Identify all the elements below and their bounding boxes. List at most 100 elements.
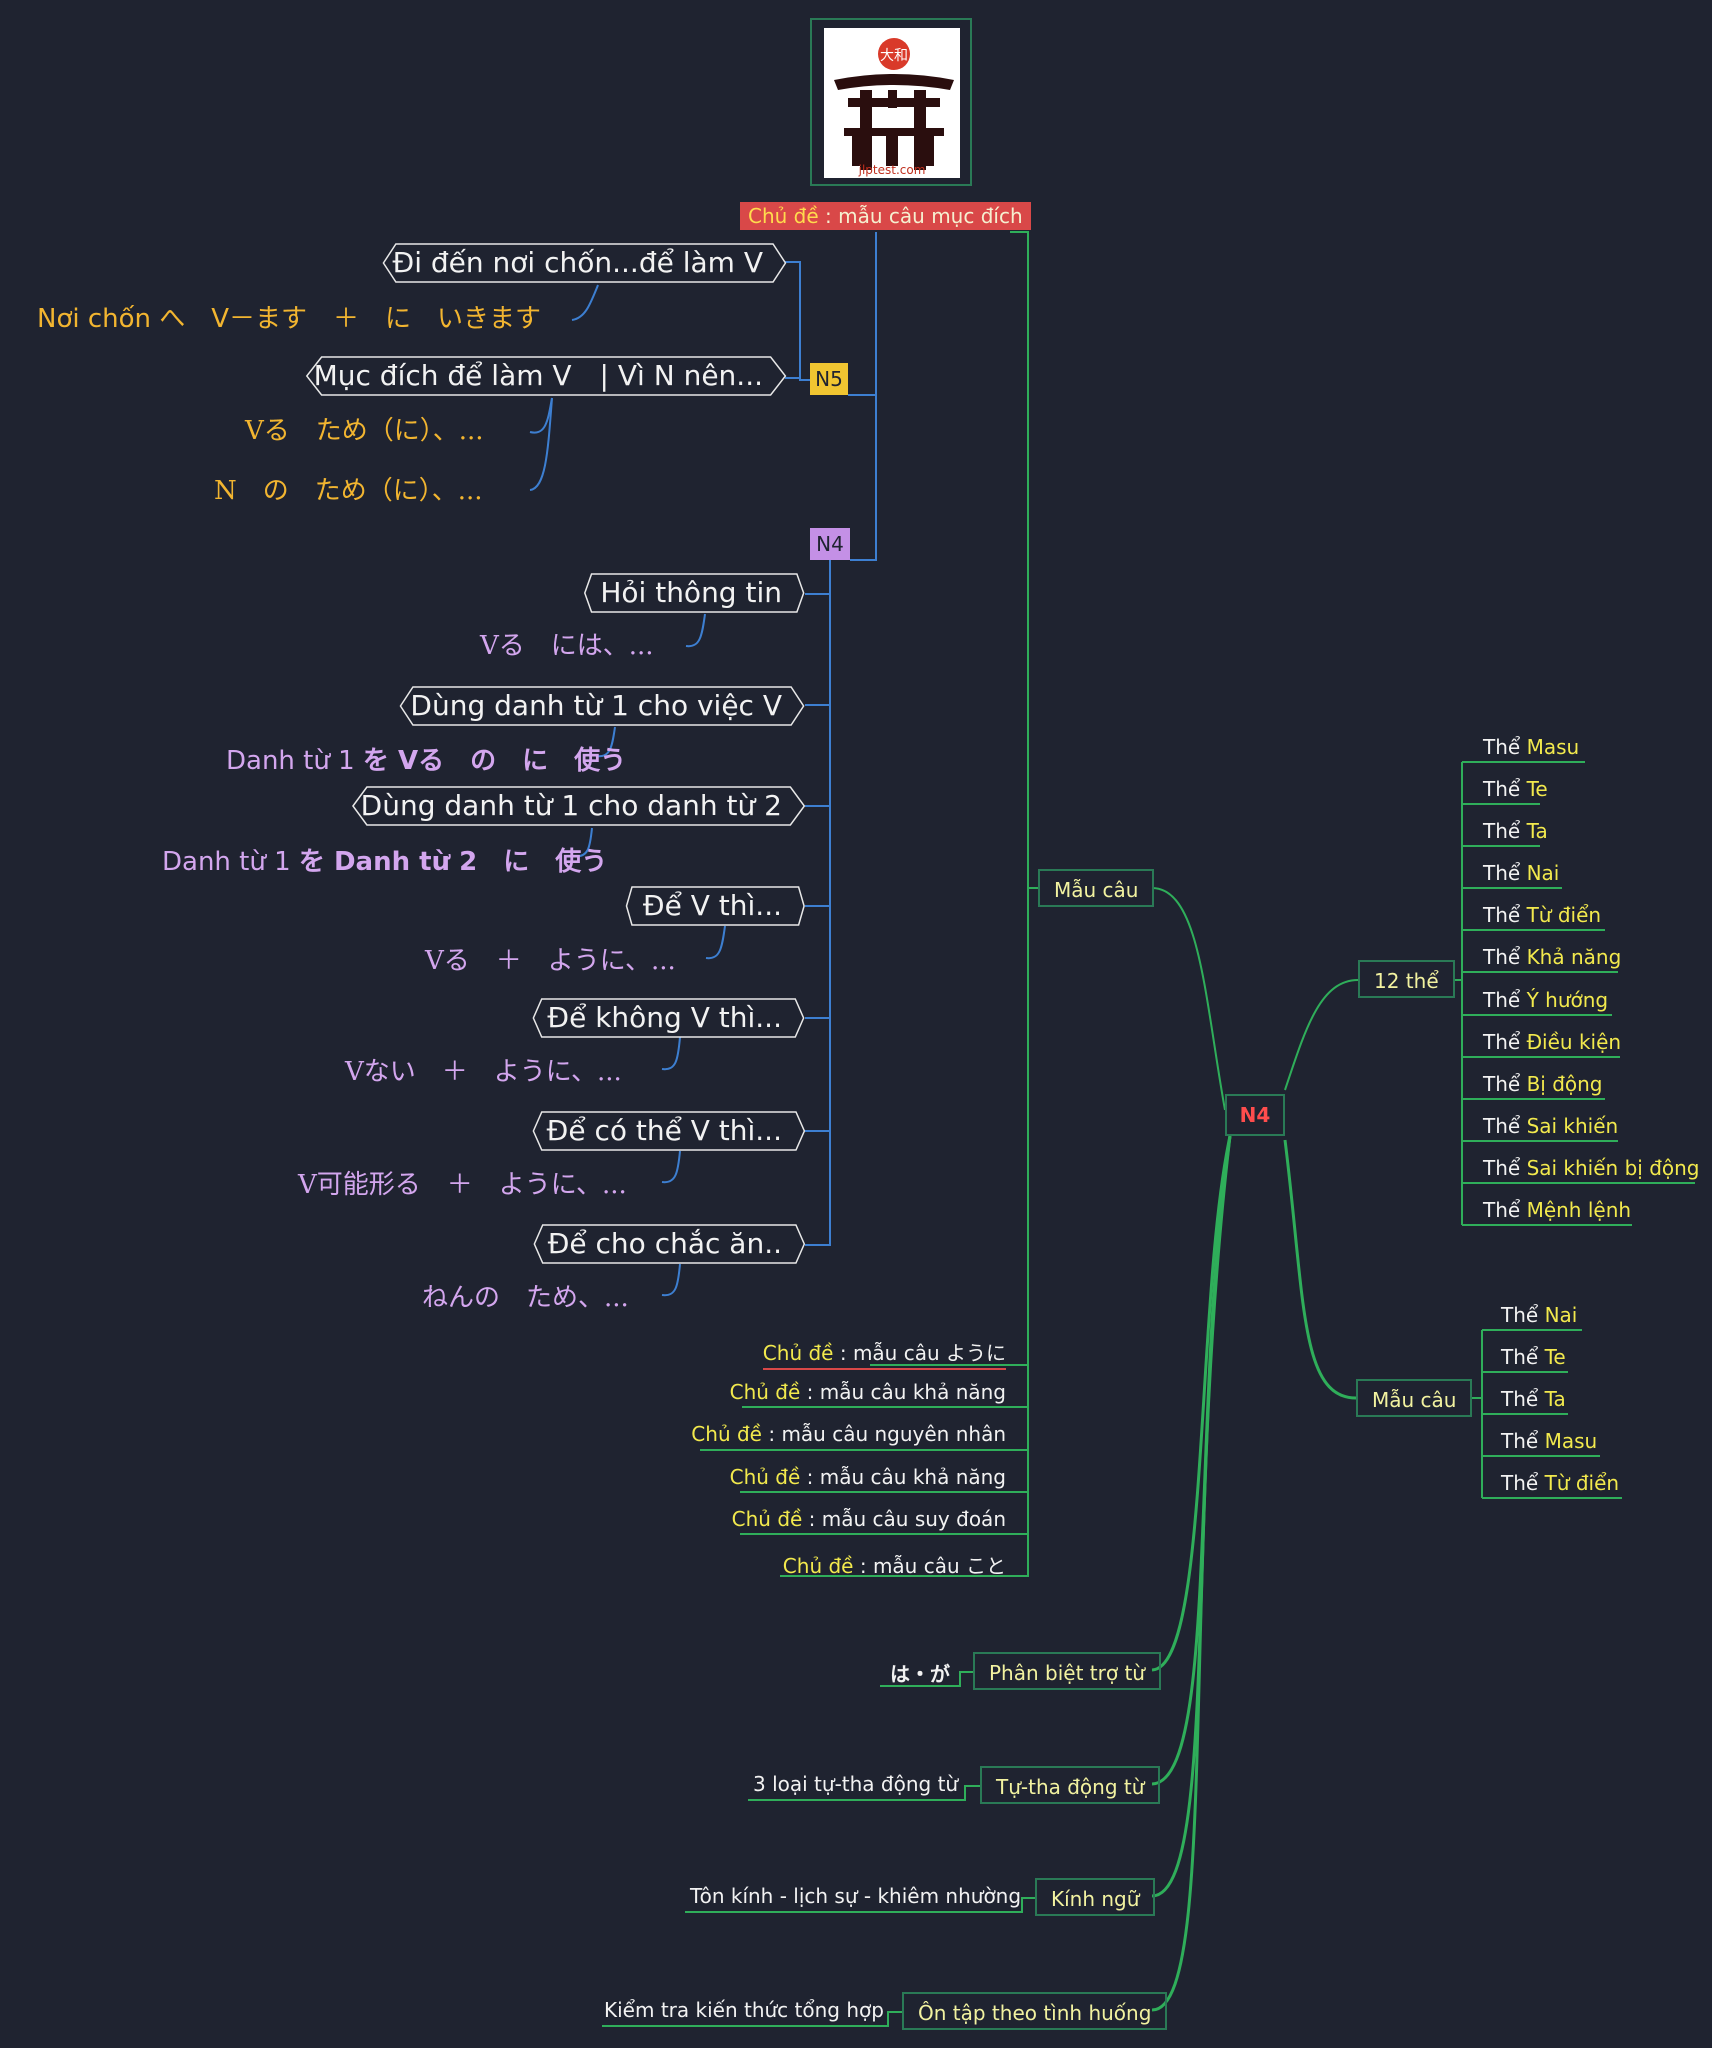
- hexagon-frame: [525, 1111, 804, 1151]
- leaf-the-ta[interactable]: Thể Ta: [1483, 819, 1548, 843]
- node-n4-center[interactable]: N4: [1225, 1094, 1285, 1136]
- logo: 大和 jlptest.com: [810, 18, 972, 186]
- leaf-the-tu-dien[interactable]: Thể Từ điển: [1483, 903, 1601, 927]
- leaf-name: Masu: [1526, 735, 1580, 759]
- leaf-ton-kinh: Tôn kính - lịch sự - khiêm nhường: [690, 1884, 1022, 1908]
- root-topic[interactable]: Chủ đề : mẫu câu mục đích: [740, 202, 1031, 230]
- leaf-name: Ta: [1544, 1387, 1566, 1411]
- topic-koto[interactable]: Chủ đề : mẫu câu こと: [783, 1550, 1006, 1579]
- leaf-name: Nai: [1526, 861, 1560, 885]
- leaf-the-masu[interactable]: Thể Masu: [1483, 735, 1579, 759]
- n4-node[interactable]: N4: [810, 528, 850, 560]
- topic-key: Chủ đề: [731, 1507, 803, 1531]
- leaf-prefix: Thể: [1483, 1156, 1527, 1180]
- pattern-vru-youni: Vる ＋ ように、...: [425, 946, 676, 976]
- topic-dung-danh-tu-viec-v[interactable]: Dùng danh từ 1 cho việc V: [388, 686, 804, 726]
- topic-de-v-thi[interactable]: Để V thì...: [621, 886, 804, 926]
- leaf-name: Điều kiện: [1526, 1030, 1622, 1054]
- topic-dung-danh-tu-danh-tu-2[interactable]: Dùng danh từ 1 cho danh từ 2: [339, 786, 804, 826]
- topic-de-cho-chac-an[interactable]: Để cho chắc ăn..: [526, 1224, 804, 1264]
- leaf-mc-masu[interactable]: Thể Masu: [1501, 1429, 1597, 1453]
- topic-de-co-the-v-thi[interactable]: Để có thể V thì...: [525, 1111, 804, 1151]
- topic-de-khong-v-thi[interactable]: Để không V thì...: [525, 998, 804, 1038]
- leaf-prefix: Thể: [1483, 1114, 1527, 1138]
- hexagon-frame: [578, 573, 804, 613]
- hexagon-frame: [526, 1224, 804, 1264]
- topic-key: Chủ đề: [729, 1380, 801, 1404]
- root-topic-key: Chủ đề: [748, 204, 819, 228]
- topic-text: : mẫu câu suy đoán: [802, 1507, 1006, 1531]
- node-mau-cau-right[interactable]: Mẫu câu: [1356, 1379, 1473, 1417]
- topic-di-den-noi-chon[interactable]: Đi đến nơi chốn...để làm V: [371, 243, 785, 283]
- topic-kha-nang-1[interactable]: Chủ đề : mẫu câu khả năng: [730, 1380, 1006, 1404]
- leaf-mc-nai[interactable]: Thể Nai: [1501, 1303, 1577, 1327]
- leaf-kiem-tra: Kiểm tra kiến thức tổng hợp: [604, 1998, 884, 2022]
- pattern-v-kanou-youni: V可能形る ＋ ように、...: [298, 1170, 627, 1200]
- node-12-the[interactable]: 12 thể: [1358, 960, 1455, 998]
- leaf-name: Từ điển: [1526, 903, 1602, 927]
- topic-text: : mẫu câu khả năng: [800, 1380, 1006, 1404]
- leaf-the-sai-khien-bi-dong[interactable]: Thể Sai khiến bị động: [1483, 1156, 1700, 1180]
- topic-suy-doan[interactable]: Chủ đề : mẫu câu suy đoán: [732, 1507, 1006, 1531]
- topic-nguyen-nhan[interactable]: Chủ đề : mẫu câu nguyên nhân: [691, 1422, 1006, 1446]
- leaf-mc-ta[interactable]: Thể Ta: [1501, 1387, 1566, 1411]
- leaf-name: Bị động: [1526, 1072, 1603, 1096]
- leaf-mc-te[interactable]: Thể Te: [1501, 1345, 1566, 1369]
- leaf-the-te[interactable]: Thể Te: [1483, 777, 1548, 801]
- leaf-the-nai[interactable]: Thể Nai: [1483, 861, 1559, 885]
- hexagon-frame: [292, 356, 785, 396]
- leaf-the-bi-dong[interactable]: Thể Bị động: [1483, 1072, 1603, 1096]
- pattern-part: を Danh từ 2 に 使う: [298, 847, 608, 877]
- leaf-name: Sai khiến bị động: [1526, 1156, 1700, 1180]
- topic-text: : mẫu câu nguyên nhân: [761, 1422, 1006, 1446]
- leaf-prefix: Thể: [1483, 1030, 1527, 1054]
- node-mau-cau-main[interactable]: Mẫu câu: [1038, 869, 1155, 907]
- hexagon-frame: [621, 886, 804, 926]
- leaf-prefix: Thể: [1483, 903, 1527, 927]
- leaf-name: Khả năng: [1526, 945, 1622, 969]
- topic-key: Chủ đề: [729, 1465, 801, 1489]
- pattern-noi-chon-ikimasu: Nơi chốn へ V－ます ＋ に いきます: [37, 304, 542, 334]
- topic-muc-dich[interactable]: Mục đích để làm V | Vì N nên...: [292, 356, 785, 396]
- pattern-part: を Vる の に 使う: [362, 746, 627, 776]
- topic-hoi-thong-tin[interactable]: Hỏi thông tin: [578, 573, 804, 613]
- node-tu-tha-dong-tu[interactable]: Tự-tha động từ: [980, 1766, 1161, 1804]
- leaf-3-loai-tu-tha: 3 loại tự-tha động từ: [753, 1772, 959, 1796]
- hexagon-frame: [388, 686, 804, 726]
- hexagon-frame: [371, 243, 785, 283]
- leaf-prefix: Thể: [1483, 819, 1527, 843]
- topic-key: Chủ đề: [762, 1341, 834, 1365]
- leaf-prefix: Thể: [1483, 945, 1527, 969]
- leaf-the-y-huong[interactable]: Thể Ý hướng: [1483, 988, 1608, 1012]
- topic-youni[interactable]: Chủ đề : mẫu câu ように: [762, 1337, 1006, 1370]
- topic-label: Hỏi thông tin: [600, 576, 782, 609]
- leaf-prefix: Thể: [1501, 1387, 1545, 1411]
- leaf-the-sai-khien[interactable]: Thể Sai khiến: [1483, 1114, 1618, 1138]
- topic-label: Để không V thì...: [547, 1001, 782, 1034]
- topic-label: Mục đích để làm V | Vì N nên...: [313, 359, 763, 392]
- leaf-the-kha-nang[interactable]: Thể Khả năng: [1483, 945, 1621, 969]
- leaf-name: Ý hướng: [1526, 988, 1609, 1012]
- topic-label: Đi đến nơi chốn...để làm V: [392, 246, 763, 279]
- pattern-vru-tame: Vる ため（に）、...: [245, 416, 484, 446]
- logo-site: jlptest.com: [858, 163, 926, 177]
- leaf-mc-tu-dien[interactable]: Thể Từ điển: [1501, 1471, 1619, 1495]
- node-on-tap[interactable]: Ôn tập theo tình huống: [902, 1992, 1168, 2030]
- pattern-vnai-youni: Vない ＋ ように、...: [345, 1057, 622, 1087]
- leaf-name: Từ điển: [1544, 1471, 1620, 1495]
- node-kinh-ngu[interactable]: Kính ngữ: [1035, 1878, 1156, 1916]
- leaf-prefix: Thể: [1501, 1429, 1545, 1453]
- pattern-part: Danh từ 1: [226, 746, 363, 776]
- leaf-the-menh-lenh[interactable]: Thể Mệnh lệnh: [1483, 1198, 1631, 1222]
- topic-kha-nang-2[interactable]: Chủ đề : mẫu câu khả năng: [730, 1465, 1006, 1489]
- hexagon-frame: [339, 786, 804, 826]
- pattern-danh-tu-vru-tsukau: Danh từ 1 を Vる の に 使う: [226, 740, 626, 777]
- torii-gate-icon: 大和 jlptest.com: [834, 38, 954, 177]
- root-topic-text: : mẫu câu mục đích: [818, 204, 1023, 228]
- n5-node[interactable]: N5: [810, 363, 848, 395]
- leaf-name: Ta: [1526, 819, 1548, 843]
- node-phan-biet-tro-tu[interactable]: Phân biệt trợ từ: [973, 1652, 1161, 1690]
- leaf-name: Nai: [1544, 1303, 1578, 1327]
- leaf-the-dieu-kien[interactable]: Thể Điều kiện: [1483, 1030, 1621, 1054]
- pattern-n-no-tame: N の ため（に）、...: [214, 476, 483, 506]
